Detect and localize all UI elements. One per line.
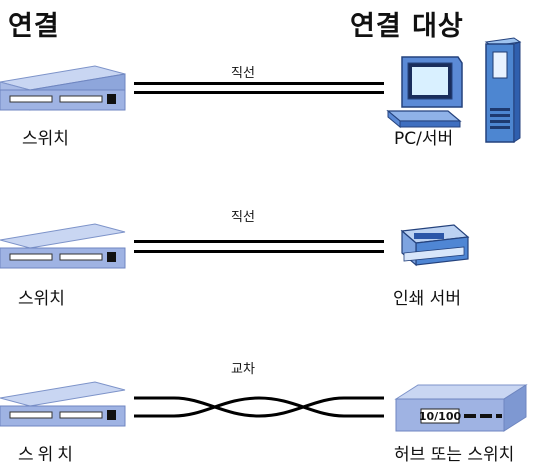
hub-icon: 10/100 (394, 384, 528, 432)
hub-badge-text: 10/100 (419, 410, 462, 423)
switch-icon (0, 65, 126, 111)
switch-icon (0, 223, 126, 269)
print-server-icon (400, 224, 470, 267)
switch-label: 스위치 (18, 289, 65, 309)
straight-cable (134, 240, 384, 253)
crossover-cable (134, 396, 384, 418)
pc-icon (386, 56, 463, 129)
server-icon (484, 37, 522, 143)
cable-label: 직선 (231, 210, 255, 225)
header-right: 연결 대상 (350, 11, 464, 42)
print-server-label: 인쇄 서버 (393, 289, 461, 309)
pc-server-label: PC/서버 (394, 129, 454, 149)
header-left: 연결 (8, 11, 60, 42)
straight-cable (134, 82, 384, 94)
switch-label: 스위치 (22, 129, 69, 149)
cable-label: 직선 (231, 66, 255, 81)
switch-label: 스위치 (18, 445, 77, 465)
cable-label: 교차 (231, 362, 255, 377)
switch-icon (0, 381, 126, 427)
hub-switch-label: 허브 또는 스위치 (394, 445, 515, 465)
